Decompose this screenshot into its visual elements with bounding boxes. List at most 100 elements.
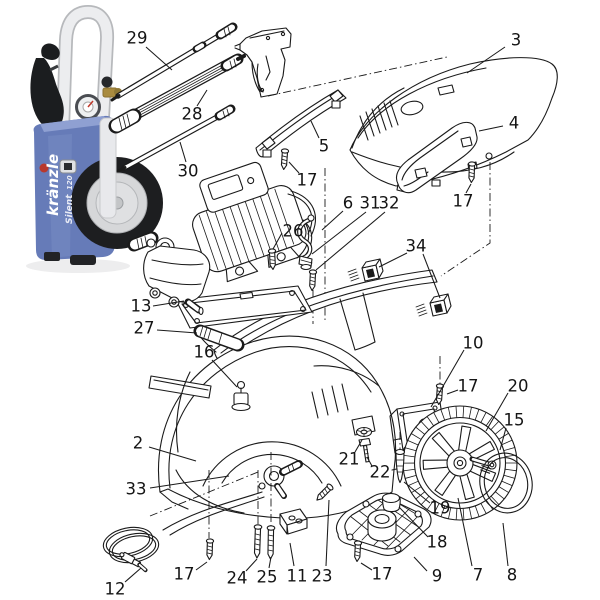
callout-leader-4 [478, 125, 504, 132]
hubcap-ring-8 [479, 452, 533, 514]
screw-24 [252, 524, 263, 559]
callout-leader-20 [485, 392, 509, 432]
callout-9: 9 [413, 556, 442, 586]
part-number-18: 18 [427, 533, 448, 552]
part-number-8: 8 [507, 566, 518, 585]
part-number-4: 4 [509, 114, 520, 133]
part-number-6: 6 [343, 194, 354, 213]
callout-24: 24 [227, 558, 258, 588]
wheel-spoke [422, 459, 449, 470]
callout-17d: 17 [174, 561, 208, 584]
part-number-22: 22 [370, 463, 391, 482]
screw-17-handle [279, 148, 290, 171]
wheel-spoke [434, 470, 457, 496]
part-number-2: 2 [133, 434, 144, 453]
axle-pin-19 [394, 448, 406, 484]
pump-head [127, 231, 211, 316]
part-number-34: 34 [406, 237, 427, 256]
clip-pad [347, 268, 360, 282]
screw-17-trim [467, 161, 477, 184]
callout-32: 32 [315, 194, 400, 271]
screw-32 [307, 269, 318, 292]
callout-21: 21 [339, 439, 363, 469]
callout-leader-30 [179, 141, 187, 163]
callout-26: 26 [272, 222, 304, 250]
callout-leader-17a [288, 161, 300, 174]
holster-strap [49, 64, 59, 72]
handle-face [57, 6, 113, 142]
callout-leader-17e [360, 562, 373, 571]
callout-15: 15 [499, 411, 525, 451]
callout-leader-2 [148, 446, 197, 462]
clips-34 [347, 258, 452, 317]
callout-leader-5 [310, 120, 320, 139]
part-number-31: 31 [360, 194, 381, 213]
callout-16: 16 [194, 343, 238, 388]
part-number-26: 26 [283, 222, 304, 241]
photo-shadow [26, 259, 130, 273]
callout-17e: 17 [360, 562, 393, 584]
callout-18: 18 [398, 506, 448, 552]
part-number-17d: 17 [174, 565, 195, 584]
hose-fitting [119, 551, 148, 573]
screw-17-base-left [205, 538, 215, 561]
foot-left [44, 252, 60, 261]
part-number-21: 21 [339, 450, 360, 469]
model-number-text: 120 [66, 175, 74, 190]
callout-17a: 17 [288, 161, 318, 190]
callout-12: 12 [105, 567, 142, 599]
callout-leader-32 [315, 211, 386, 271]
callout-4: 4 [478, 114, 520, 133]
trim-4 [395, 121, 478, 194]
nut-31 [298, 255, 313, 271]
callout-leader-34 [422, 253, 441, 299]
wheel-spoke [458, 425, 472, 452]
screw-17-skid [352, 540, 363, 563]
callout-leader-7 [457, 497, 473, 567]
callout-23: 23 [312, 499, 333, 586]
callout-leader-21 [354, 439, 363, 453]
callout-leader-19 [403, 481, 431, 504]
callout-17b: 17 [453, 183, 474, 211]
valve-16 [231, 380, 251, 412]
part-number-12: 12 [105, 580, 126, 599]
part-number-27: 27 [134, 319, 155, 338]
callout-3: 3 [466, 31, 522, 74]
callout-29: 29 [127, 29, 173, 71]
washer-21 [355, 426, 373, 438]
lance-29 [110, 22, 238, 102]
part-number-3: 3 [511, 31, 522, 50]
callout-30: 30 [178, 141, 199, 181]
part-number-5: 5 [319, 137, 330, 156]
product-photo: kränzle Silent 120 [26, 4, 163, 273]
part-number-30: 30 [178, 162, 199, 181]
wheel-spokes [422, 425, 497, 501]
callout-11: 11 [287, 542, 308, 586]
screw-25 [266, 525, 276, 560]
wheel-spoke [431, 431, 455, 457]
callout-leader-17b [465, 183, 472, 194]
brand-text: kränzle [44, 154, 62, 216]
callout-8: 8 [502, 522, 518, 585]
base-plate-13 [175, 285, 313, 329]
callout-leader-15 [499, 427, 507, 451]
inlet-knob [101, 76, 113, 88]
part-number-23: 23 [312, 567, 333, 586]
callout-leader-33 [149, 475, 230, 489]
callout-leader-27 [156, 329, 198, 334]
part-number-16: 16 [194, 343, 215, 362]
callout-leader-25 [268, 556, 272, 569]
callout-leader-18 [398, 506, 429, 538]
skid-plate-9 [335, 492, 432, 556]
callout-5: 5 [310, 120, 330, 156]
part-number-17a: 17 [297, 171, 318, 190]
callout-25: 25 [257, 556, 278, 587]
motor-pump-assembly [127, 161, 316, 316]
callout-19: 19 [403, 481, 451, 518]
cap-18 [381, 492, 401, 513]
callout-leader-28 [196, 89, 208, 107]
hood-hole [400, 100, 424, 116]
callout-2: 2 [133, 434, 197, 462]
